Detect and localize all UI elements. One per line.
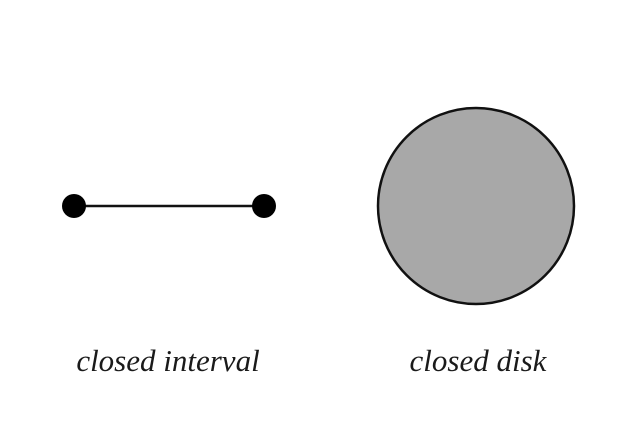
closed-disk [376,106,576,306]
closed-interval-group: closed interval [62,194,276,378]
closed-disk-caption: closed disk [410,343,548,378]
closed-disk-group: closed disk [376,106,576,378]
interval-right-endpoint [252,194,276,218]
interval-left-endpoint [62,194,86,218]
closed-interval-caption: closed interval [76,343,259,378]
